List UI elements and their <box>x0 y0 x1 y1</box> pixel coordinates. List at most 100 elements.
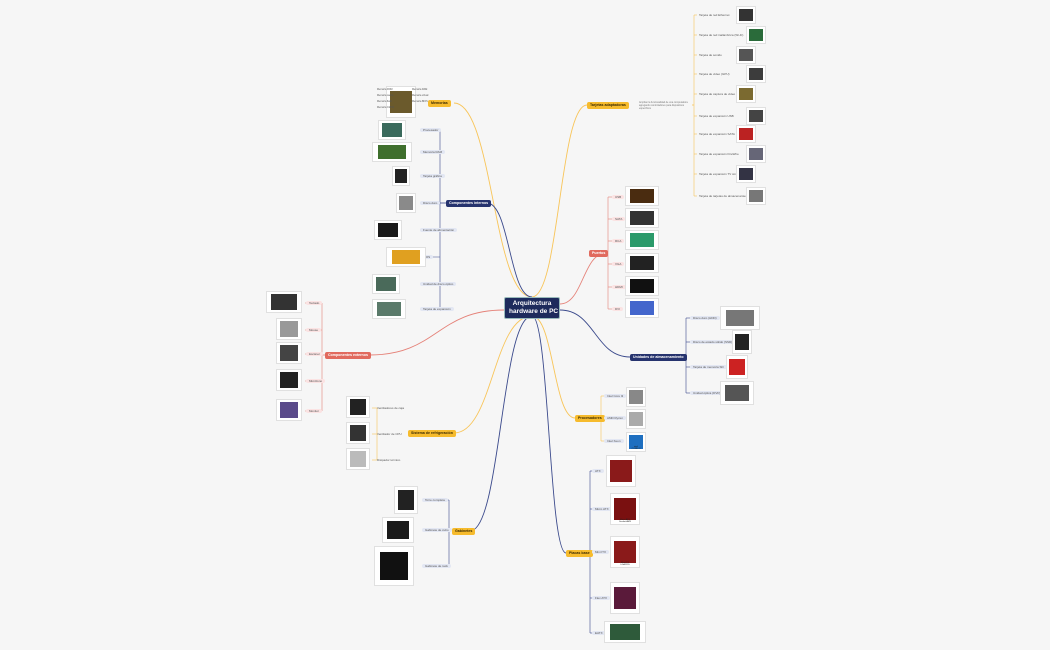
procesador-item-0[interactable]: Intel Core i3 <box>604 394 627 398</box>
tarjeta-item-9[interactable]: Tarjeta de tarjetas de almacenamiento (S… <box>699 194 757 198</box>
procesador-item-2[interactable]: Intel Xeon <box>604 439 624 443</box>
interno-thumb-4 <box>374 220 402 240</box>
topic-procesadores[interactable]: Procesadores <box>575 415 605 422</box>
connector <box>531 315 567 554</box>
placa-thumb-2: Mini-ITX LGA1155 <box>610 536 640 568</box>
tarjeta-thumb-5 <box>746 107 766 125</box>
memoria-item-5[interactable]: Memoria BIOS <box>412 100 428 103</box>
placa-item-0[interactable]: ATX <box>592 469 604 473</box>
memoria-item-3[interactable]: Memoria virtual <box>412 94 429 97</box>
tarjeta-item-0[interactable]: Tarjeta de red Ethernet <box>699 13 730 17</box>
interno-item-4[interactable]: Fuente de alimentación <box>420 228 458 232</box>
root-line-1: Arquitectura <box>512 300 552 307</box>
memoria-item-2[interactable]: Memoria caché <box>377 94 394 97</box>
unidad-item-0[interactable]: Disco duro (HDD) <box>690 316 720 320</box>
memoria-item-6[interactable]: Memoria CMOS <box>377 106 395 109</box>
gabinete-item-0[interactable]: Torre completa <box>422 498 448 502</box>
procesador-item-1[interactable]: AMD Ryzen <box>604 416 627 420</box>
placa-item-3[interactable]: Flex ATX <box>592 596 610 600</box>
memoria-item-4[interactable]: Memoria flash <box>377 100 393 103</box>
interno-thumb-6-image <box>376 277 396 291</box>
tarjeta-item-2[interactable]: Tarjeta de sonido <box>699 53 722 57</box>
tarjeta-thumb-2-image <box>739 48 753 62</box>
puerto-item-5[interactable]: DVI <box>612 307 624 311</box>
refrigeracion-item-1[interactable]: Ventilador de CPU <box>377 432 402 436</box>
interno-item-6[interactable]: Unidad de disco óptico <box>420 282 457 286</box>
interno-item-5[interactable]: BIOS <box>420 255 434 259</box>
interno-item-3[interactable]: Disco duro <box>420 201 441 205</box>
interno-item-1[interactable]: Memoria RAM <box>420 150 446 154</box>
topic-sistema-refrigeracion[interactable]: Sistema de refrigeración <box>408 430 456 437</box>
refrigeracion-item-0[interactable]: Ventiladores de caja <box>377 406 405 410</box>
puerto-item-1[interactable]: SATA <box>612 217 626 221</box>
tarjeta-item-1[interactable]: Tarjeta de red inalámbrica (Wi-Fi) <box>699 33 744 37</box>
puerto-item-2[interactable]: RCA <box>612 239 625 243</box>
externo-thumb-2-image <box>279 345 299 361</box>
puerto-item-3[interactable]: VGA <box>612 262 625 266</box>
puerto-item-4[interactable]: HDMI <box>612 285 626 289</box>
gabinete-item-2[interactable]: Gabinete de rack <box>422 564 451 568</box>
tarjeta-item-6[interactable]: Tarjeta de expansión SATA <box>699 132 735 136</box>
topic-memorias[interactable]: Memorias <box>428 100 451 107</box>
placa-item-1[interactable]: Micro ATX <box>592 507 612 511</box>
memoria-item-0[interactable]: Memoria ROM <box>377 88 393 91</box>
tarjeta-item-8[interactable]: Tarjeta de expansión TV sintonizador <box>699 172 749 176</box>
interno-item-7[interactable]: Tarjeta de expansión <box>420 307 454 311</box>
procesador-thumb-2-image <box>629 435 643 449</box>
unidad-thumb-2 <box>726 355 748 379</box>
refrigeracion-item-2[interactable]: Disipador térmico <box>377 458 401 462</box>
root-node[interactable]: Arquitectura hardware de PC <box>504 297 560 319</box>
placa-item-4[interactable]: EATX <box>592 631 606 635</box>
memoria-item-1[interactable]: Memoria RAM <box>412 88 428 91</box>
topic-componentes-externos[interactable]: Componentes externos <box>325 352 371 359</box>
interno-thumb-1-image <box>377 145 407 159</box>
externo-item-2[interactable]: Escáner <box>306 352 324 356</box>
interno-thumb-6 <box>372 274 400 294</box>
tarjeta-item-3[interactable]: Tarjeta de video (GPU) <box>699 72 730 76</box>
interno-thumb-7 <box>372 299 406 319</box>
puerto-item-0[interactable]: USB <box>612 195 625 199</box>
topic-unidades[interactable]: Unidades de almacenamiento <box>630 354 687 361</box>
topic-puertos[interactable]: Puertos <box>589 250 609 257</box>
interno-thumb-5-image <box>391 250 421 264</box>
tarjeta-thumb-1 <box>746 26 766 44</box>
topic-placas-base[interactable]: Placas base <box>566 550 593 557</box>
unidad-item-1[interactable]: Disco de estado sólido (SSD) <box>690 340 736 344</box>
placa-thumb-0-image <box>610 459 632 483</box>
gabinete-thumb-0-image <box>397 490 415 510</box>
tarjeta-item-7[interactable]: Tarjeta de expansión FireWire <box>699 152 739 156</box>
puerto-thumb-0 <box>625 186 659 206</box>
placa-thumb-2-image <box>614 540 636 564</box>
placa-item-2[interactable]: Mini ITX <box>592 550 610 554</box>
tarjeta-item-5[interactable]: Tarjeta de expansión USB <box>699 114 734 118</box>
procesador-thumb-2: intel CORE i3 <box>626 432 646 452</box>
externo-item-0[interactable]: Teclado <box>306 301 323 305</box>
gabinete-thumb-1-image <box>386 520 410 540</box>
interno-item-2[interactable]: Tarjeta gráfica <box>420 174 445 178</box>
connector <box>369 309 505 356</box>
puerto-thumb-5-image <box>629 301 655 315</box>
tarjeta-item-4[interactable]: Tarjeta de captura de video <box>699 92 736 96</box>
topic-gabinetes[interactable]: Gabinetes <box>452 528 476 535</box>
topic-componentes-internos[interactable]: Componentes internos <box>446 200 492 207</box>
externo-thumb-0-image <box>271 294 297 310</box>
interno-thumb-3 <box>396 193 416 213</box>
externo-item-1[interactable]: Mouse <box>306 328 322 332</box>
placa-thumb-2-caption: Mini-ITX LGA1155 <box>620 562 630 566</box>
unidad-thumb-1 <box>732 330 752 354</box>
memorias-thumb <box>386 86 416 118</box>
puerto-thumb-4 <box>625 276 659 296</box>
unidad-item-2[interactable]: Tarjeta de memoria SD <box>690 365 727 369</box>
interno-item-0[interactable]: Procesador <box>420 128 442 132</box>
gabinete-item-1[interactable]: Gabinete de cubo <box>422 528 452 532</box>
refrigeracion-thumb-0-image <box>349 399 367 415</box>
unidad-item-3[interactable]: Unidad óptica (DVD) <box>690 391 724 395</box>
externo-item-4[interactable]: Monitor <box>306 409 323 413</box>
root-line-2: hardware de PC <box>509 308 559 315</box>
externo-item-3[interactable]: Micrófono <box>306 379 326 383</box>
unidad-thumb-2-image <box>729 358 745 376</box>
tarjeta-thumb-1-image <box>749 28 763 42</box>
topic-tarjetas[interactable]: Tarjetas adaptadoras <box>587 102 629 109</box>
puerto-thumb-1-image <box>629 211 655 225</box>
